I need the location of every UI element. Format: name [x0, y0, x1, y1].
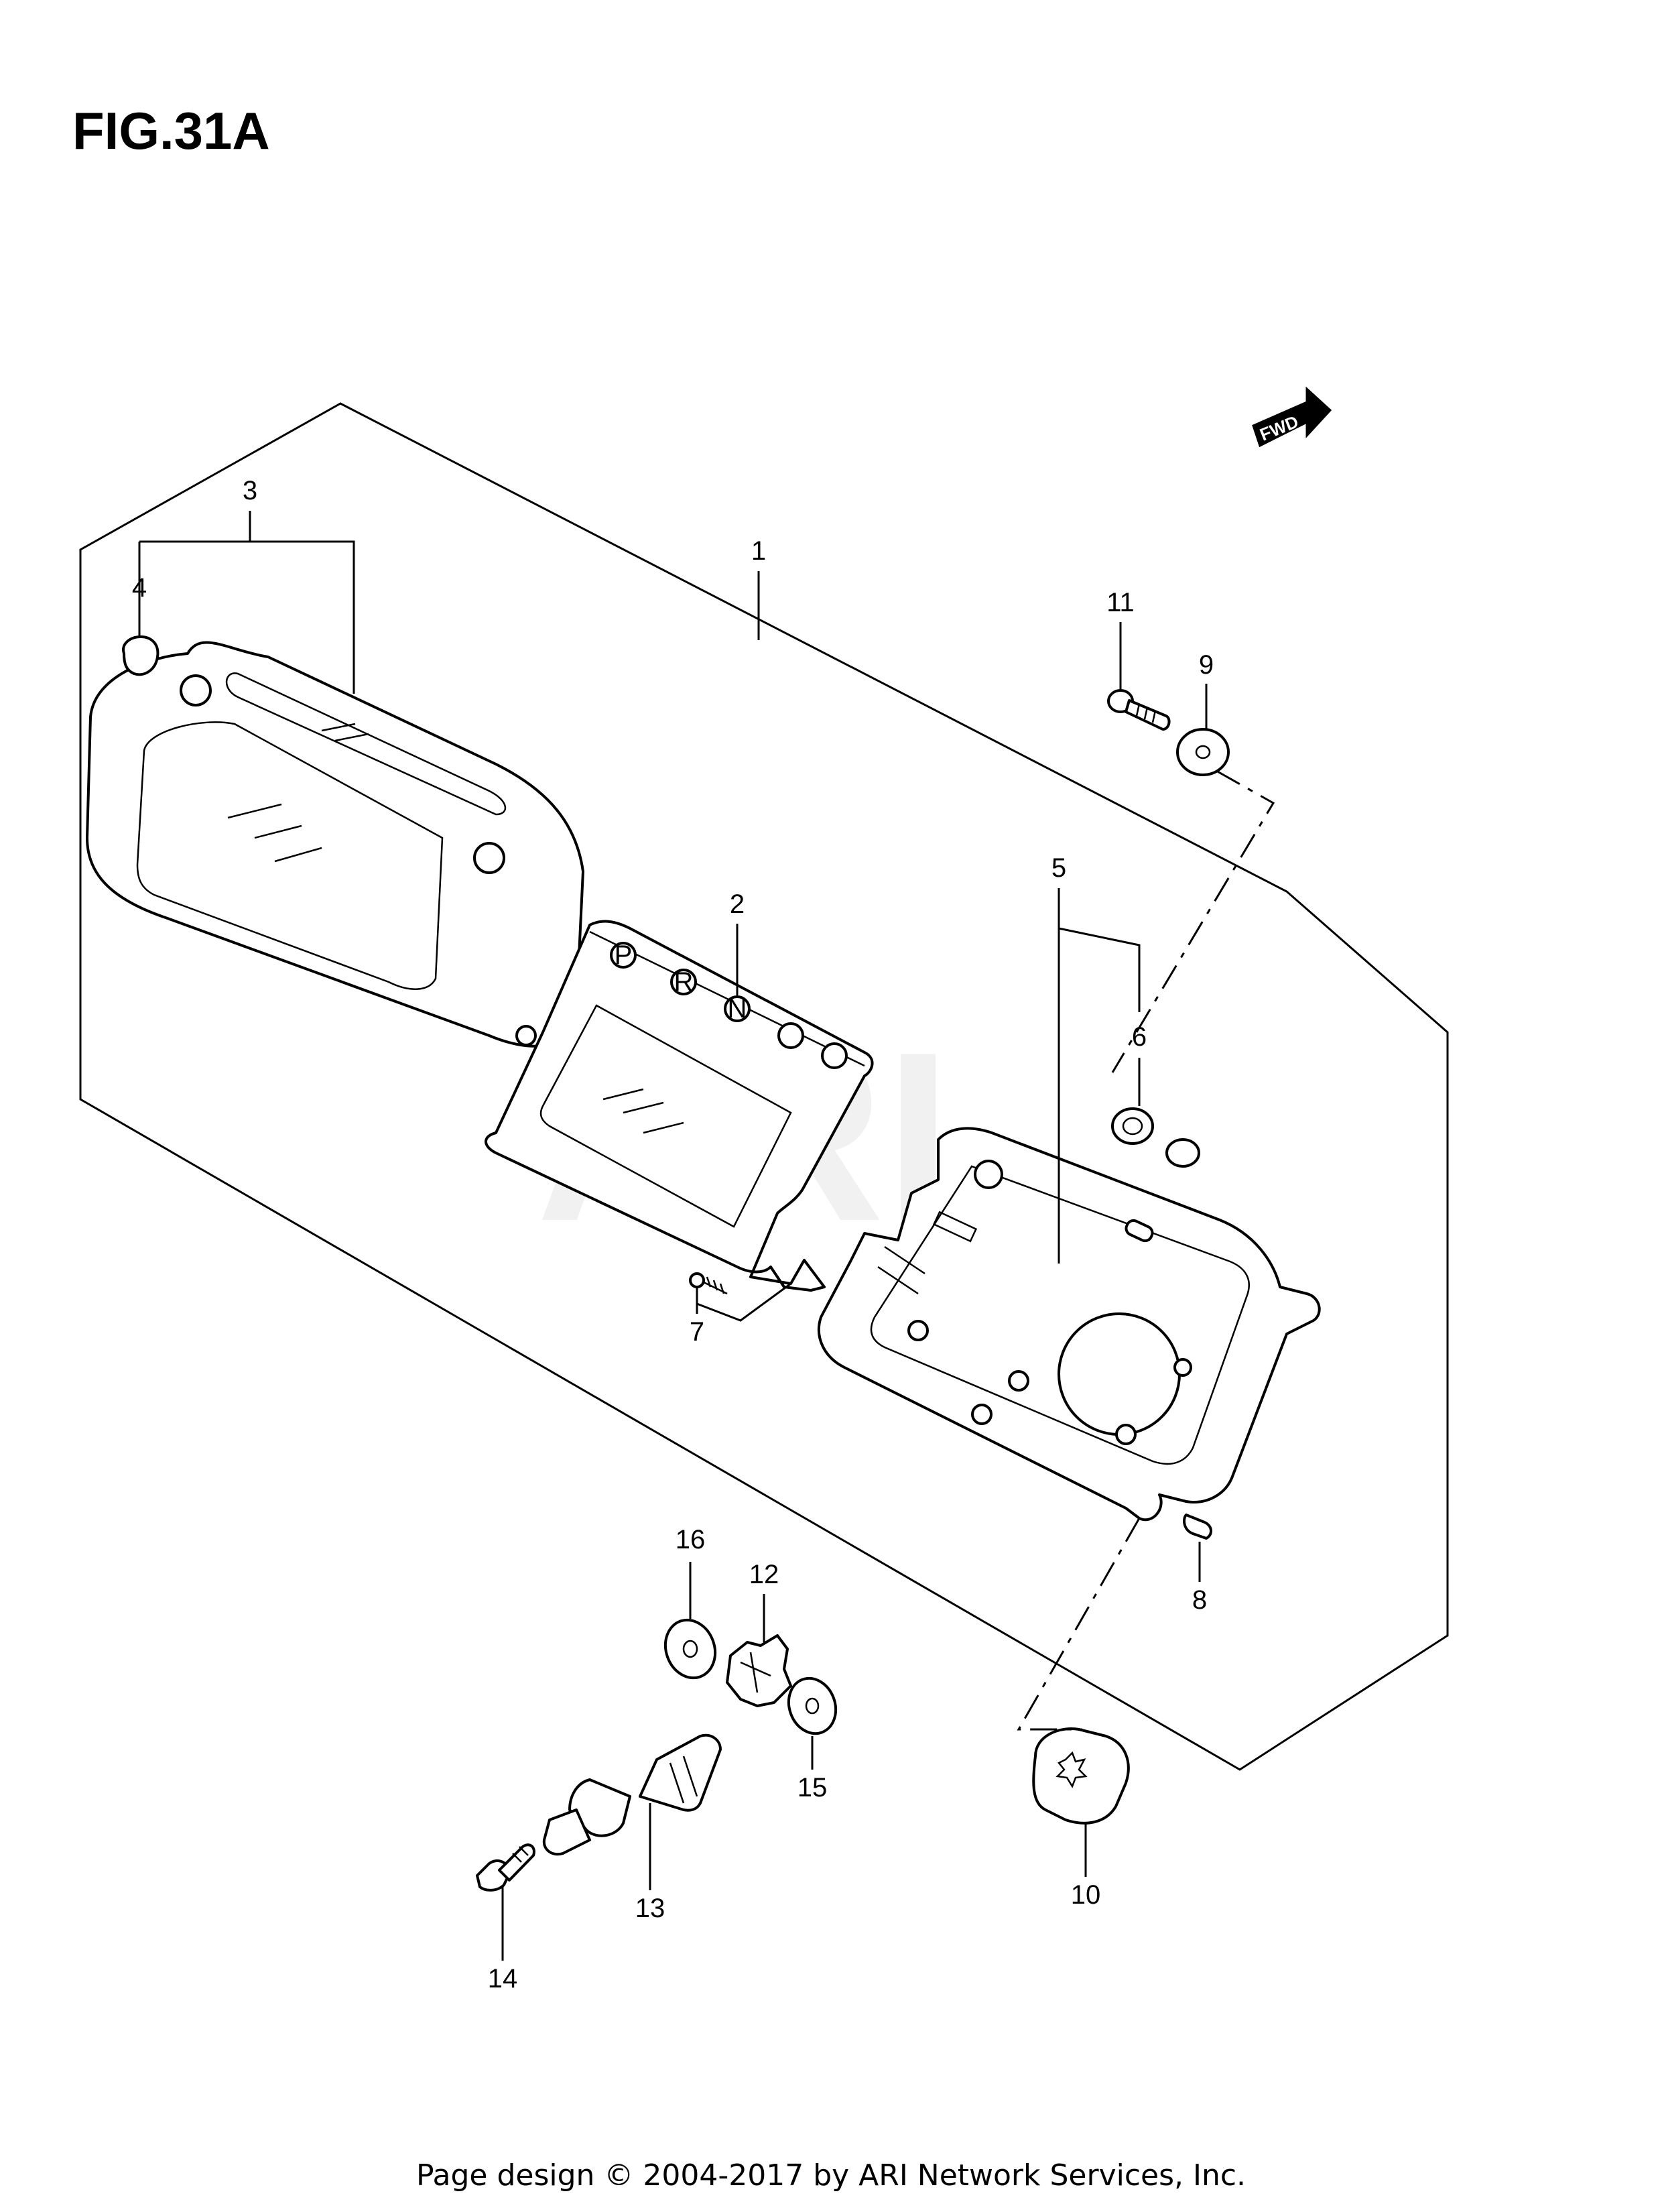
gear-part-12: [726, 1634, 792, 1707]
callout-6: 6: [1132, 1022, 1147, 1052]
callout-12: 12: [749, 1560, 779, 1589]
washer-part-15: [787, 1676, 838, 1735]
indicator-n: N: [728, 994, 747, 1024]
callout-14: 14: [488, 1964, 518, 1993]
screw-part-4: [122, 635, 159, 676]
callout-15: 15: [797, 1773, 828, 1802]
callout-9: 9: [1199, 650, 1214, 680]
callout-7: 7: [690, 1317, 704, 1347]
callout-1: 1: [751, 536, 766, 566]
callout-10: 10: [1071, 1880, 1101, 1910]
washer-part-16: [663, 1618, 717, 1680]
bolt-part-14: [476, 1843, 535, 1892]
leader-9-dash: [1111, 770, 1275, 1073]
callout-11: 11: [1106, 588, 1135, 617]
grommet-part-6: [1111, 1107, 1200, 1168]
callout-13: 13: [635, 1894, 665, 1923]
meter-cover: [86, 641, 584, 1048]
fwd-arrow-icon: FWD: [1252, 386, 1332, 448]
callout-4: 4: [132, 573, 147, 603]
washer-part-9: [1176, 728, 1230, 776]
nut-part-10: [1032, 1727, 1130, 1825]
screw-part-8: [1183, 1514, 1212, 1540]
speed-sensor-part-13: [542, 1733, 722, 1856]
callout-8: 8: [1192, 1585, 1207, 1615]
callout-5: 5: [1051, 853, 1066, 883]
indicator-p: P: [615, 940, 633, 970]
callout-16: 16: [676, 1525, 706, 1554]
screw-part-11: [1107, 689, 1171, 731]
indicator-r: R: [674, 967, 694, 997]
figure-title: FIG.31A: [72, 101, 270, 160]
callout-3: 3: [243, 476, 257, 505]
leader-3: [139, 540, 355, 694]
screw-part-7: [689, 1272, 728, 1295]
callout-2: 2: [730, 889, 745, 919]
leader-10-dash: [1017, 1518, 1141, 1731]
leader-5: [1058, 888, 1141, 1012]
meter-case: [817, 1127, 1321, 1522]
indicator-panel: P R N: [485, 920, 874, 1292]
leader-7-hook: [696, 1282, 791, 1322]
footer-copyright: Page design © 2004-2017 by ARI Network S…: [416, 2158, 1246, 2193]
assembly-outline: [79, 402, 1449, 1771]
